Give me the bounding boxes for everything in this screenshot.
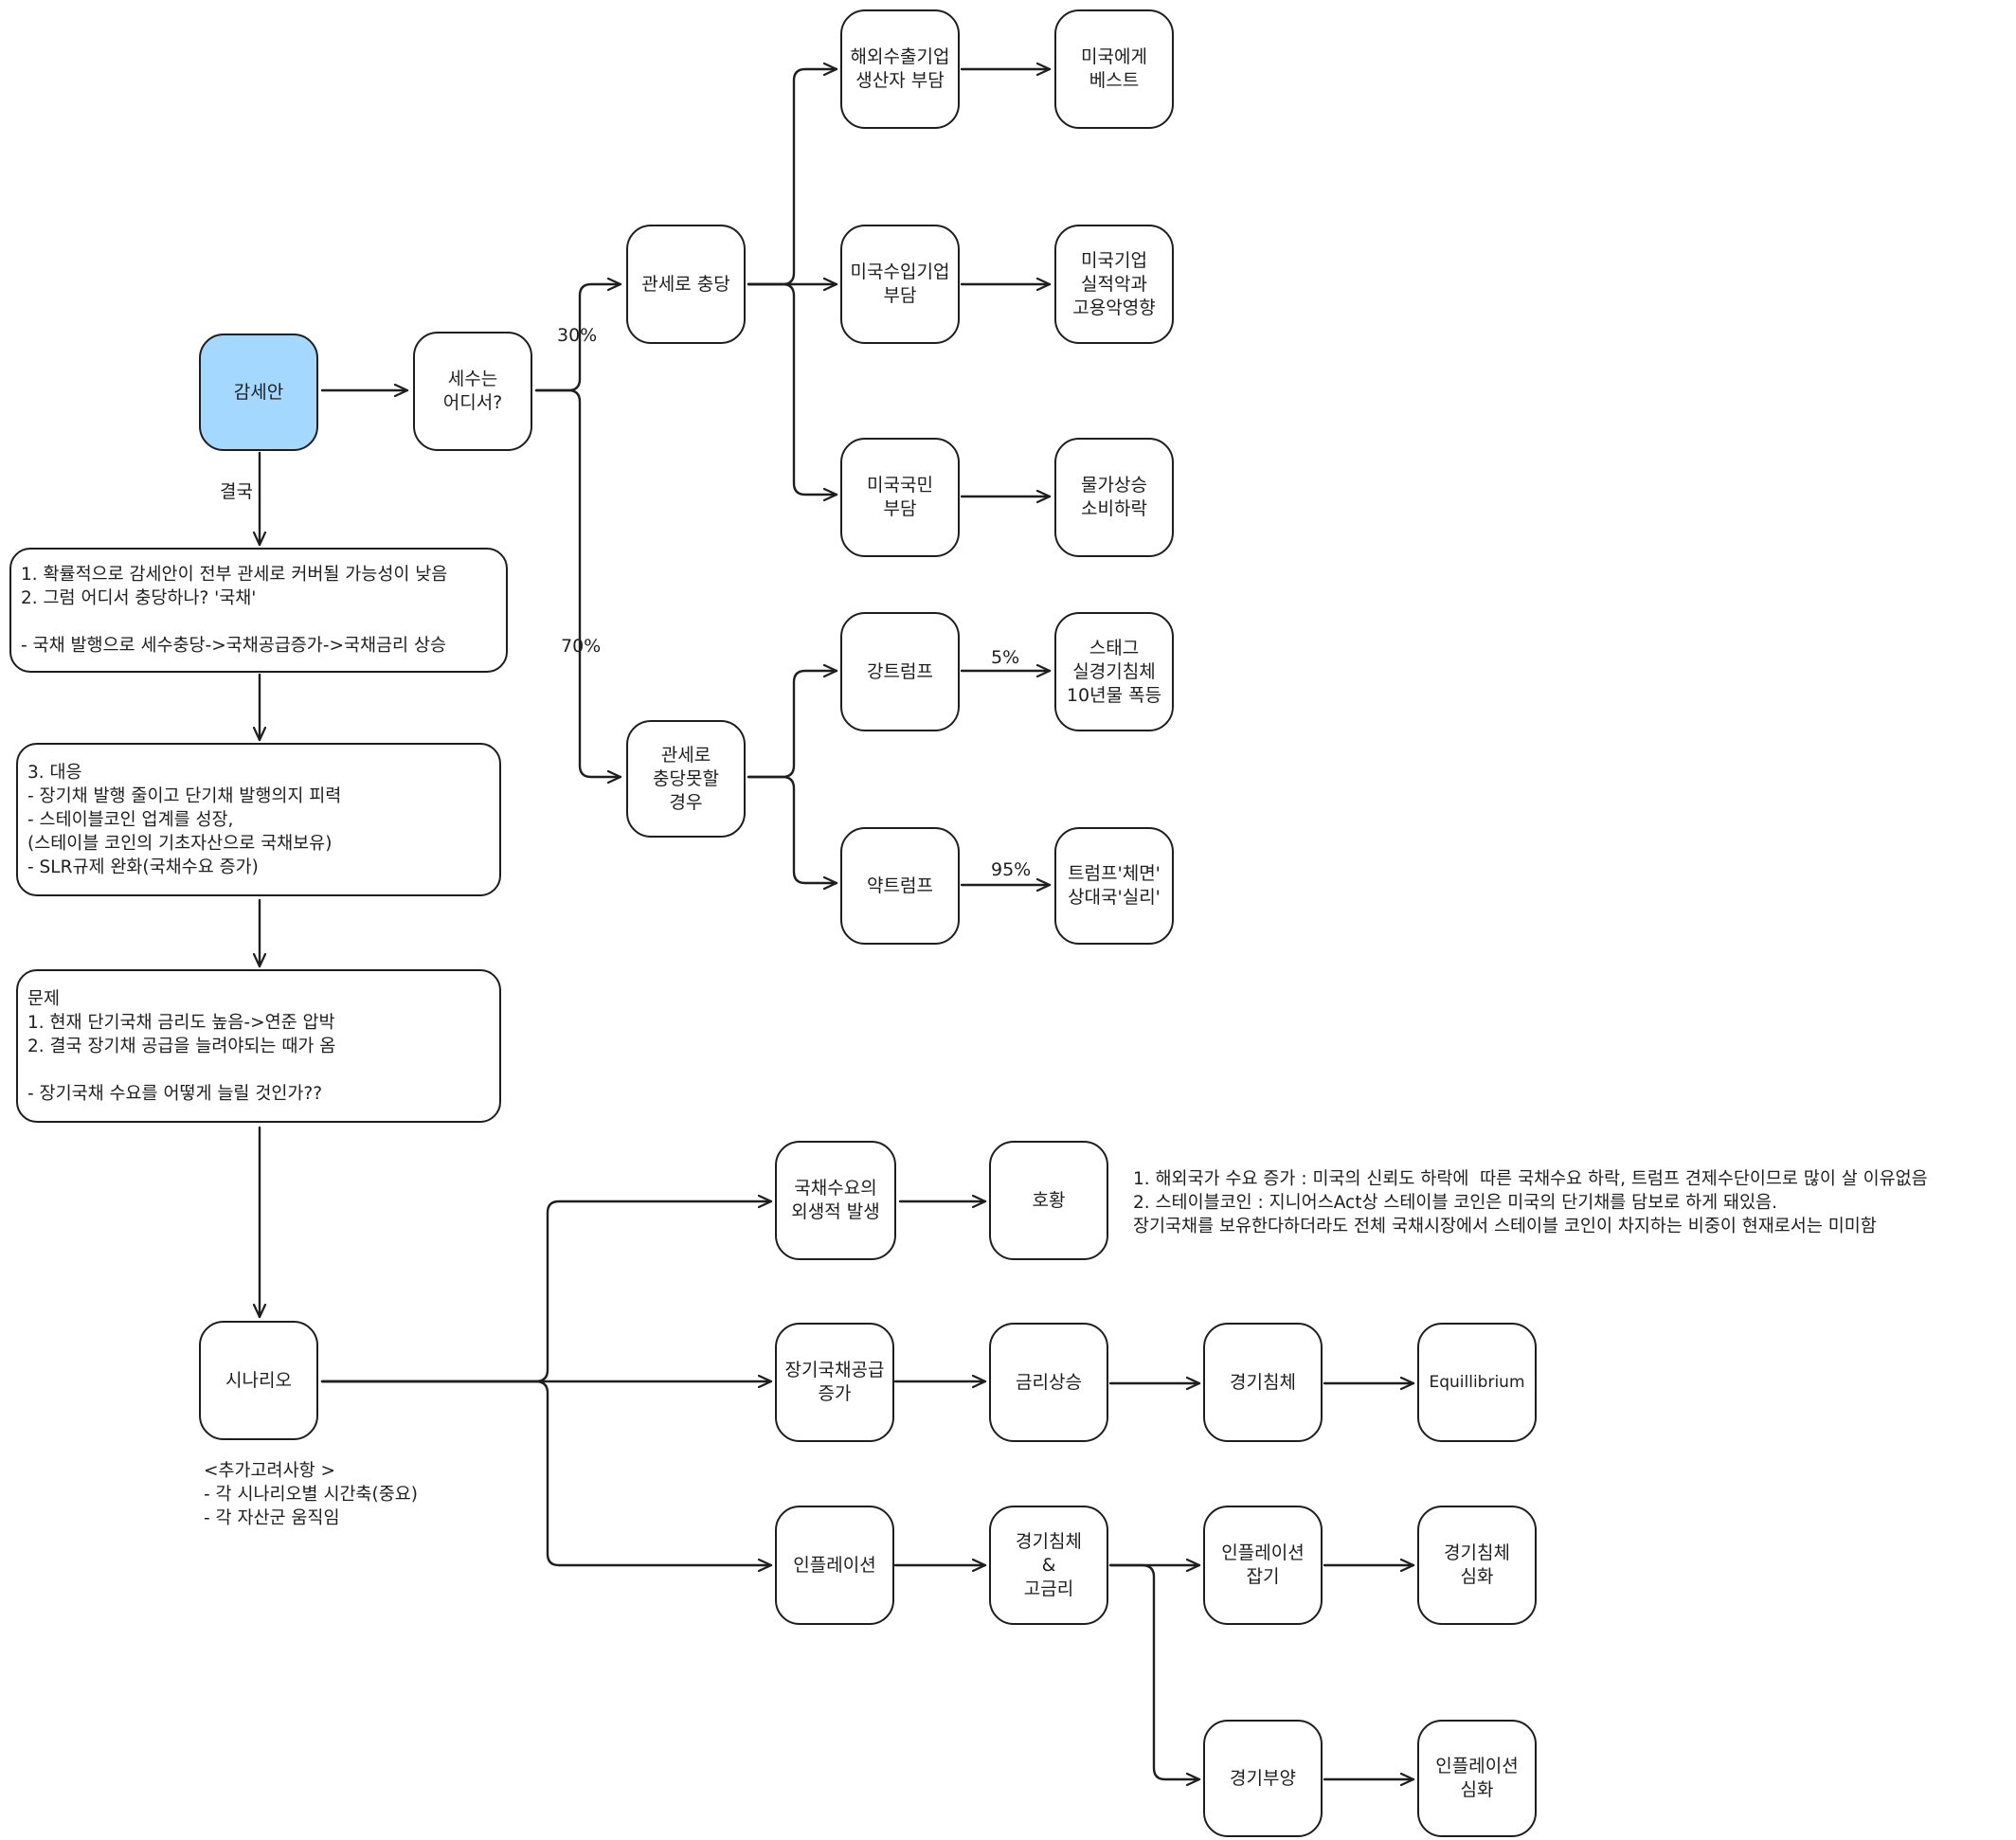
node-recession-deep[interactable]: 경기침체 심화 [1417,1506,1537,1625]
node-gamseaan[interactable]: 감세안 [199,334,318,451]
node-trump-face[interactable]: 트럼프'체면' 상대국'실리' [1054,827,1174,945]
node-rate-up[interactable]: 금리상승 [989,1323,1108,1442]
label-pct70: 70% [561,636,602,657]
node-tariff-nocover[interactable]: 관세로 충당못할 경우 [626,720,746,838]
node-sesu[interactable]: 세수는 어디서? [413,332,532,451]
node-equilibrium[interactable]: Equillibrium [1417,1323,1537,1442]
edge-staghigh-stimulus [1108,1563,1201,1779]
edge-tariff-citizen [747,282,838,495]
node-boom[interactable]: 호황 [989,1141,1108,1260]
note-extra-considerations: <추가고려사항 > - 각 시나리오별 시간축(중요) - 각 자산군 움직임 [204,1461,418,1528]
node-recession[interactable]: 경기침체 [1203,1323,1323,1442]
edge-nocover-strong [747,671,838,779]
node-inflation-deep[interactable]: 인플레이션 심화 [1417,1720,1537,1837]
node-inflation[interactable]: 인플레이션 [775,1506,894,1625]
reasoning-box-3[interactable]: 문제 1. 현재 단기국채 금리도 높음->연준 압박 2. 결국 장기채 공급… [16,969,501,1123]
reasoning-box-2[interactable]: 3. 대응 - 장기채 발행 줄이고 단기채 발행의지 피력 - 스테이블코인 … [16,743,501,896]
node-tariff-cover[interactable]: 관세로 충당 [626,225,746,344]
edge-sesu-tariff-nocover [534,388,622,777]
label-pct5: 5% [991,647,1020,668]
edge-sesu-tariff-cover [534,284,622,392]
node-best-us[interactable]: 미국에게 베스트 [1054,9,1174,129]
node-export-burden[interactable]: 해외수출기업 생산자 부담 [840,9,960,129]
node-demand-ext[interactable]: 국채수요의 외생적 발생 [775,1141,896,1260]
node-import-burden[interactable]: 미국수입기업 부담 [840,225,960,344]
label-pct95: 95% [991,859,1032,880]
node-stagflation[interactable]: 스태그 실경기침체 10년물 폭등 [1054,612,1174,731]
node-citizen-burden[interactable]: 미국국민 부담 [840,438,960,557]
node-scenario[interactable]: 시나리오 [199,1321,318,1440]
node-stimulus[interactable]: 경기부양 [1203,1720,1323,1837]
edge-tariff-export [747,69,838,286]
node-long-supply[interactable]: 장기국채공급 증가 [775,1323,894,1442]
node-stag-high[interactable]: 경기침체 & 고금리 [989,1506,1108,1625]
edge-scenario-demand [320,1201,773,1383]
node-strong-trump[interactable]: 강트럼프 [840,612,960,731]
edge-scenario-inflation [320,1380,773,1565]
node-price-up[interactable]: 물가상승 소비하락 [1054,438,1174,557]
label-pct30: 30% [557,325,598,346]
edge-nocover-weak [747,775,838,883]
node-us-corp-effect[interactable]: 미국기업 실적악과 고용악영향 [1054,225,1174,344]
node-inflation-catch[interactable]: 인플레이션 잡기 [1203,1506,1323,1625]
label-gyeolguk: 결국 [220,481,253,502]
node-weak-trump[interactable]: 약트럼프 [840,827,960,945]
note-boom: 1. 해외국가 수요 증가 : 미국의 신뢰도 하락에 따른 국채수요 하락, … [1133,1169,1928,1236]
reasoning-box-1[interactable]: 1. 확률적으로 감세안이 전부 관세로 커버될 가능성이 낮음 2. 그럼 어… [9,548,508,673]
